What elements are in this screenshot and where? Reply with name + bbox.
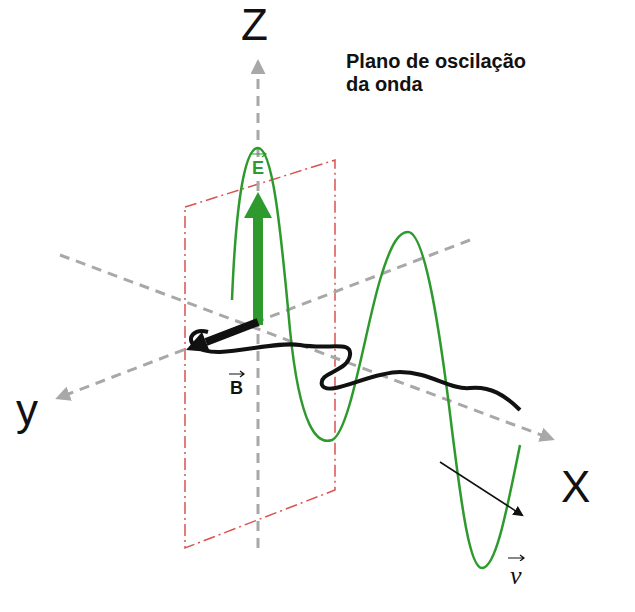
axis-label: Z <box>240 0 269 51</box>
vector-label: E <box>251 158 265 179</box>
oscillation-plane <box>185 160 335 548</box>
vector-accents <box>229 151 524 561</box>
axis-label: y <box>15 385 39 436</box>
plane-label: Plano de oscilação da onda <box>345 50 547 96</box>
vector-label: v <box>509 561 523 591</box>
axis-label: X <box>560 462 591 513</box>
electric-wave <box>232 148 520 568</box>
vector-accent <box>229 371 244 377</box>
b-vector-head <box>186 332 210 352</box>
e-vector-head <box>244 192 272 218</box>
x-axis <box>60 255 552 439</box>
e-vector <box>253 214 263 325</box>
magnetic-wave <box>191 331 520 410</box>
velocity-vector <box>440 462 522 515</box>
b-vector <box>206 322 258 342</box>
vector-label: B <box>229 378 244 399</box>
vector-accent <box>251 151 266 157</box>
z-axis <box>257 62 260 548</box>
